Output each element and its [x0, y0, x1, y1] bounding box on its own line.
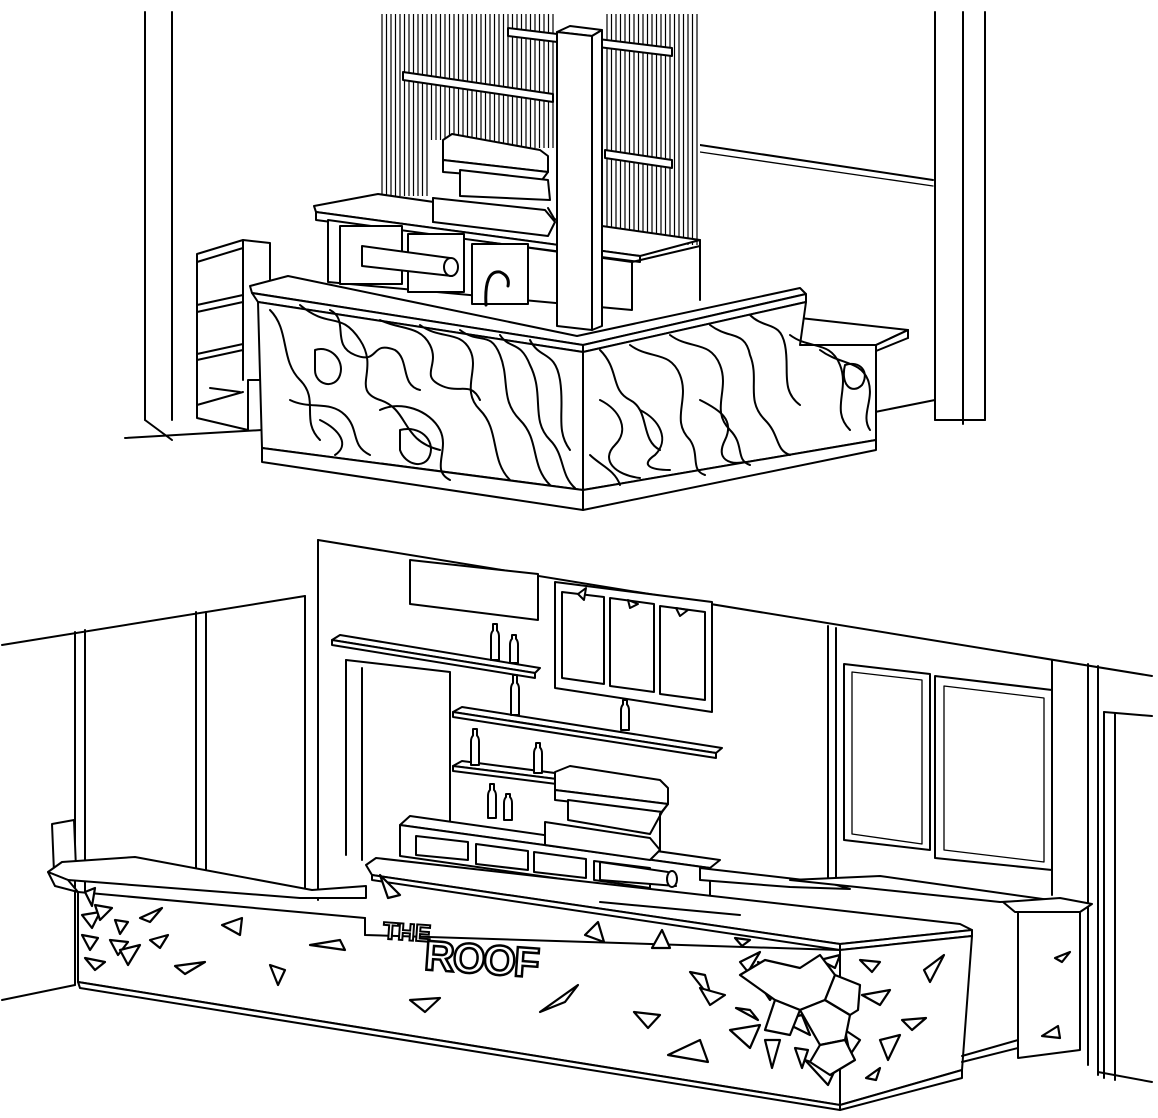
contour-line: [314, 348, 342, 385]
shard: [83, 956, 107, 972]
grill-unit: [544, 765, 669, 861]
contour-line: [599, 349, 661, 451]
grill-unit: [432, 133, 556, 237]
shard: [220, 916, 244, 937]
shard: [860, 988, 892, 1007]
contour-line: [699, 399, 746, 464]
contour-line: [589, 454, 621, 486]
contour-line: [709, 324, 791, 456]
crack-cell: [763, 998, 802, 1037]
shard: [148, 933, 170, 950]
shard: [733, 936, 752, 948]
contour-line: [499, 334, 576, 489]
shard: [268, 963, 287, 987]
shard: [113, 918, 130, 936]
contour-line: [399, 428, 432, 465]
bottle: [487, 783, 497, 819]
shard: [738, 950, 762, 974]
bottle: [503, 793, 513, 821]
contour-line: [319, 419, 344, 456]
shard: [922, 953, 946, 984]
contour-line: [289, 399, 371, 456]
shard: [538, 983, 580, 1014]
contour-line: [599, 399, 641, 479]
shard: [632, 1010, 662, 1030]
shard: [650, 928, 672, 950]
bottle: [533, 742, 543, 774]
contour-line: [379, 319, 481, 401]
contour-line: [819, 349, 871, 431]
shard: [173, 960, 207, 976]
shard: [80, 910, 102, 930]
shard: [308, 938, 347, 952]
bottle: [510, 674, 520, 716]
crack-cell: [808, 1038, 857, 1077]
bar-counter-top: [47, 819, 1093, 951]
shard: [858, 958, 882, 974]
bottom-front-bar-view: THE ROOF: [1, 539, 1153, 1111]
left-pillar: [124, 11, 263, 441]
contour-line: [419, 324, 511, 481]
shard: [378, 873, 402, 900]
contour-line: [639, 409, 671, 471]
topographic-pattern: [269, 304, 871, 489]
menu-boards: [554, 581, 713, 713]
shard: [763, 1038, 782, 1070]
crack-cell: [798, 998, 852, 1047]
wall-sign-board: [409, 559, 539, 621]
shard: [83, 886, 97, 908]
bottle: [470, 728, 480, 766]
contour-line: [789, 334, 851, 431]
contour-line: [269, 309, 321, 441]
crack-cell: [823, 973, 862, 1017]
bottle: [509, 634, 519, 664]
room-frame: [1, 539, 1153, 1083]
contour-line: [459, 329, 551, 486]
contour-line: [842, 362, 866, 390]
bottles: [470, 623, 630, 821]
right-pillar: [874, 11, 986, 425]
shard: [583, 920, 606, 944]
contour-line: [379, 405, 451, 481]
top-corner-bar-view: [124, 11, 986, 511]
shard: [864, 1066, 882, 1082]
bottle: [490, 623, 500, 661]
front-counter-panels: [257, 301, 877, 511]
shard: [878, 1033, 902, 1062]
bottle: [620, 699, 630, 731]
bar-sign: THE ROOF: [381, 917, 542, 988]
shard: [118, 943, 142, 967]
sign-word: ROOF: [423, 932, 541, 987]
contour-line: [529, 339, 571, 451]
shard: [728, 1023, 762, 1050]
bar-counter-front: [77, 873, 1081, 1111]
shard: [698, 986, 727, 1007]
contour-line: [629, 344, 706, 476]
contour-line: [329, 309, 421, 391]
shard: [734, 1006, 760, 1022]
shard: [900, 1016, 928, 1032]
contour-line: [669, 334, 751, 466]
shard-pattern: [80, 873, 946, 1087]
center-column: [556, 25, 603, 331]
contour-line: [299, 304, 441, 451]
shard: [408, 996, 442, 1014]
shard: [80, 933, 100, 952]
shard: [93, 903, 114, 922]
shard: [666, 1038, 710, 1064]
shard: [138, 906, 164, 924]
contour-line: [749, 314, 801, 406]
sign-prefix: THE: [382, 918, 432, 948]
wall-trim: [699, 144, 934, 181]
